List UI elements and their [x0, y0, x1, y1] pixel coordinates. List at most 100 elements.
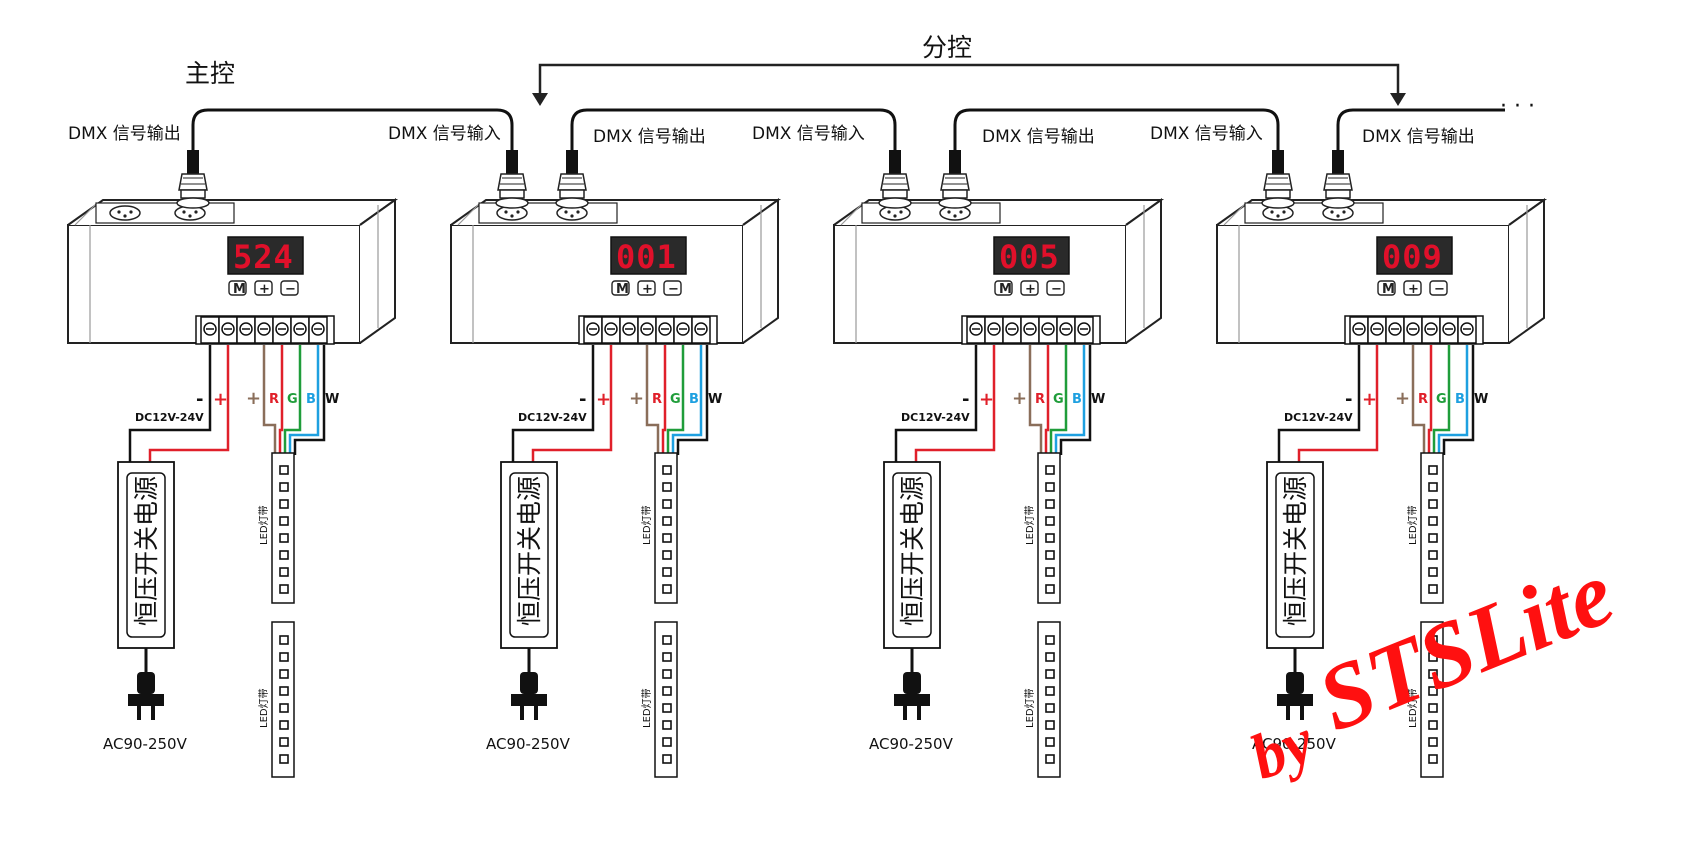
address-display: 005 — [993, 236, 1070, 276]
led-strip-label-upper: LED灯带 — [258, 505, 270, 545]
led-strip-label-lower: LED灯带 — [641, 688, 653, 728]
control-buttons: M + − — [228, 280, 299, 297]
xlr-plug-in — [878, 149, 912, 209]
ac-label: AC90-250V — [103, 735, 188, 753]
minus-button[interactable]: − — [1051, 282, 1062, 297]
address-display: 009 — [1376, 236, 1453, 276]
control-buttons: M + − — [994, 280, 1065, 297]
neg-label: - — [962, 389, 969, 410]
wiring — [511, 345, 709, 462]
led-strip: LED灯带 LED灯带 — [1024, 452, 1061, 778]
common-plus-label: + — [1395, 388, 1410, 409]
slave-label: 分控 — [922, 33, 972, 62]
dc-label: DC12V-24V — [1284, 411, 1353, 424]
neg-label: - — [1345, 389, 1352, 410]
g-label: G — [1436, 392, 1447, 407]
master-label: 主控 — [185, 59, 235, 88]
plus-button[interactable]: + — [642, 282, 653, 297]
psu-label: 恒压开关电源 — [1281, 476, 1310, 626]
pos-label: + — [1362, 389, 1377, 410]
xlr-plug-out — [1321, 149, 1355, 209]
signature-name: STSLite — [1304, 541, 1627, 750]
wiring — [1277, 345, 1475, 462]
minus-button[interactable]: − — [1434, 282, 1445, 297]
power-supply: 恒压开关电源 — [117, 461, 175, 649]
control-buttons: M + − — [611, 280, 682, 297]
psu-label: 恒压开关电源 — [898, 476, 927, 626]
common-plus-label: + — [629, 388, 644, 409]
xlr-socket-in — [109, 205, 141, 221]
slave-bracket-arrow — [532, 63, 1406, 106]
led-strip: LED灯带 LED灯带 — [641, 452, 678, 778]
led-strip-label-upper: LED灯带 — [1024, 505, 1036, 545]
g-label: G — [670, 392, 681, 407]
pos-label: + — [596, 389, 611, 410]
power-supply: 恒压开关电源 — [500, 461, 558, 649]
dc-label: DC12V-24V — [901, 411, 970, 424]
xlr-plug-in — [495, 149, 529, 209]
m-button[interactable]: M — [616, 282, 629, 297]
terminal-block — [195, 315, 335, 345]
wiring — [894, 345, 1092, 462]
m-button[interactable]: M — [999, 282, 1012, 297]
b-label: B — [689, 392, 699, 407]
g-label: G — [1053, 392, 1064, 407]
w-label: W — [325, 392, 339, 407]
display-value: 005 — [999, 238, 1060, 276]
terminal-block — [961, 315, 1101, 345]
pos-label: + — [213, 389, 228, 410]
ac-label: AC90-250V — [1252, 735, 1337, 753]
terminal-block — [578, 315, 718, 345]
dmx-cables — [191, 108, 1505, 150]
ac-plug — [128, 648, 164, 720]
led-strip: LED灯带 LED灯带 — [258, 452, 295, 778]
r-label: R — [269, 392, 279, 407]
signature-by: by — [1241, 704, 1324, 793]
r-label: R — [652, 392, 662, 407]
dmx-input-label: DMX 信号输入 — [1150, 124, 1263, 144]
unit-1: DMX 信号输出 524 M + − — [67, 124, 399, 778]
neg-label: - — [579, 389, 586, 410]
display-value: 524 — [233, 238, 294, 276]
neg-label: - — [196, 389, 203, 410]
plus-button[interactable]: + — [1408, 282, 1419, 297]
dc-label: DC12V-24V — [518, 411, 587, 424]
pos-label: + — [979, 389, 994, 410]
dmx-output-label: DMX 信号输出 — [593, 127, 706, 147]
xlr-plug-in — [1261, 149, 1295, 209]
m-button[interactable]: M — [233, 282, 246, 297]
dmx-output-label: DMX 信号输出 — [1362, 127, 1475, 147]
control-buttons: M + − — [1377, 280, 1448, 297]
address-display: 524 — [227, 236, 304, 276]
ac-plug — [511, 648, 547, 720]
common-plus-label: + — [1012, 388, 1027, 409]
b-label: B — [306, 392, 316, 407]
dmx-output-label: DMX 信号输出 — [68, 124, 181, 144]
terminal-block — [1344, 315, 1484, 345]
b-label: B — [1455, 392, 1465, 407]
g-label: G — [287, 392, 298, 407]
ac-label: AC90-250V — [486, 735, 571, 753]
ac-label: AC90-250V — [869, 735, 954, 753]
r-label: R — [1035, 392, 1045, 407]
led-strip-label-lower: LED灯带 — [258, 688, 270, 728]
power-supply: 恒压开关电源 — [883, 461, 941, 649]
w-label: W — [1474, 392, 1488, 407]
common-plus-label: + — [246, 388, 261, 409]
unit-3: DMX 信号输入 DMX 信号输出 005 M + − — [752, 124, 1165, 778]
minus-button[interactable]: − — [668, 282, 679, 297]
r-label: R — [1418, 392, 1428, 407]
xlr-plug-out — [938, 149, 972, 209]
ac-plug — [894, 648, 930, 720]
plus-button[interactable]: + — [1025, 282, 1036, 297]
m-button[interactable]: M — [1382, 282, 1395, 297]
led-strip-label-lower: LED灯带 — [1407, 688, 1419, 728]
minus-button[interactable]: − — [285, 282, 296, 297]
ac-plug — [1277, 648, 1313, 720]
plus-button[interactable]: + — [259, 282, 270, 297]
dmx-input-label: DMX 信号输入 — [752, 124, 865, 144]
display-value: 009 — [1382, 238, 1443, 276]
address-display: 001 — [610, 236, 687, 276]
power-supply: 恒压开关电源 — [1266, 461, 1324, 649]
